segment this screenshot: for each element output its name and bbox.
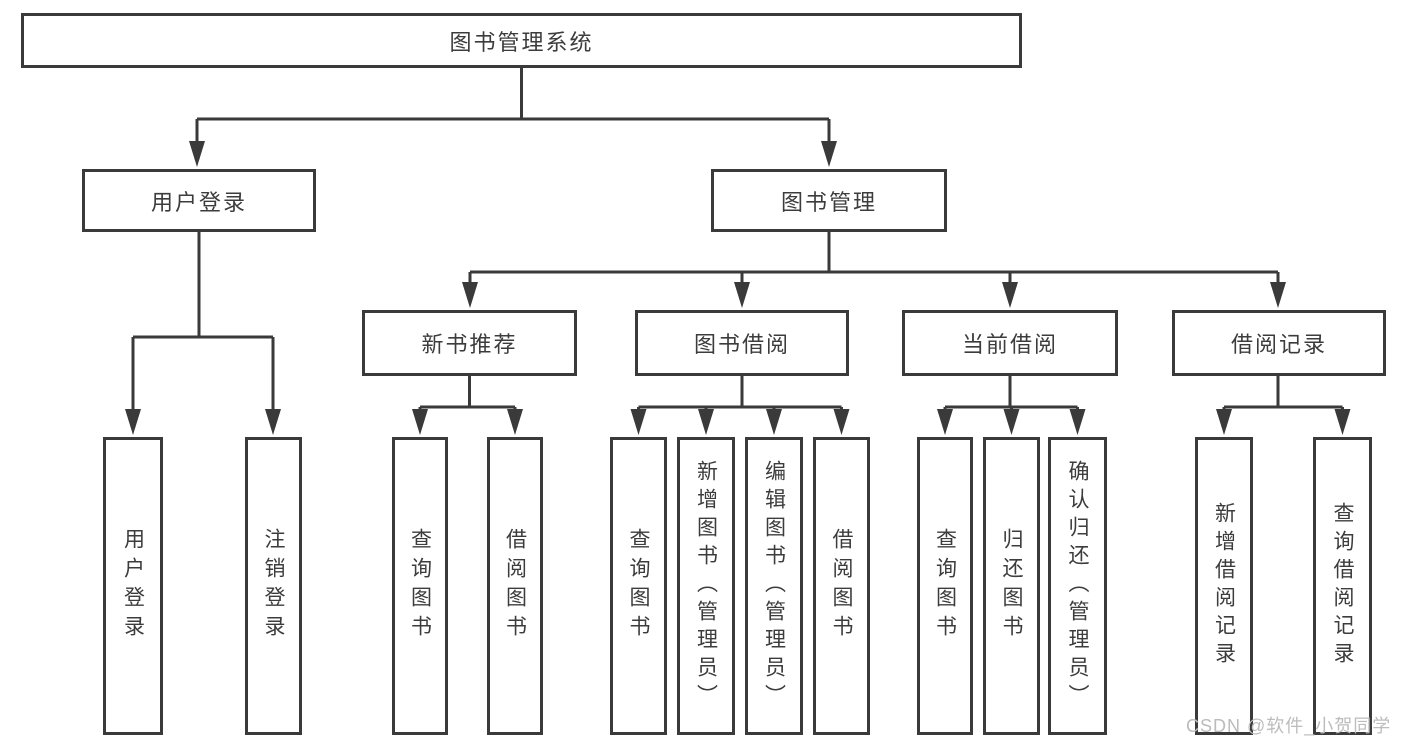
leaf-borrow-book: 借阅图书: [813, 437, 870, 735]
leaf-query-book: 查询图书: [917, 437, 973, 735]
watermark: CSDN @软件_小贺同学: [1186, 716, 1392, 736]
node-book-management: 图书管理: [711, 169, 947, 232]
leaf-label: 查询图书: [627, 528, 650, 644]
leaf-query-book: 查询图书: [610, 437, 667, 735]
node-label: 用户登录: [150, 189, 247, 215]
node-current-borrowing: 当前借阅: [902, 310, 1118, 376]
connector-stems: [131, 68, 1344, 414]
node-label: 图书管理: [780, 189, 877, 215]
leaf-query-borrow-record: 查询借阅记录: [1313, 437, 1372, 735]
leaf-user-login: 用户登录: [103, 437, 163, 735]
leaf-label: 查询图书: [408, 528, 432, 644]
node-library-management-system: 图书管理系统: [21, 13, 1022, 68]
leaf-return-book: 归还图书: [983, 437, 1040, 735]
node-book-borrowing: 图书借阅: [635, 310, 849, 376]
node-label: 借阅记录: [1230, 332, 1327, 357]
leaf-label: 新增图书（管理员）: [694, 460, 718, 712]
node-label: 图书管理系统: [449, 29, 594, 55]
leaf-label: 用户登录: [121, 528, 145, 644]
node-label: 当前借阅: [961, 332, 1058, 357]
leaf-label: 编辑图书（管理员）: [762, 460, 786, 712]
leaf-query-book: 查询图书: [392, 437, 448, 735]
leaf-add-book-admin: 新增图书（管理员）: [677, 437, 735, 735]
leaf-borrow-book: 借阅图书: [487, 437, 543, 735]
leaf-edit-book-admin: 编辑图书（管理员）: [745, 437, 803, 735]
leaf-label: 借阅图书: [503, 528, 527, 644]
leaf-label: 新增借阅记录: [1212, 502, 1236, 670]
leaf-label: 归还图书: [1000, 528, 1023, 644]
leaf-logout: 注销登录: [245, 437, 302, 735]
arrowheads: [125, 141, 1351, 435]
leaf-label: 借阅图书: [830, 528, 853, 644]
leaf-label: 确认归还（管理员）: [1066, 460, 1089, 712]
leaf-add-borrow-record: 新增借阅记录: [1195, 437, 1253, 735]
node-user-login: 用户登录: [82, 169, 316, 232]
leaf-label: 注销登录: [262, 528, 285, 644]
leaf-label: 查询借阅记录: [1331, 502, 1354, 670]
leaf-confirm-return-admin: 确认归还（管理员）: [1048, 437, 1107, 735]
node-label: 新书推荐: [421, 332, 518, 357]
leaf-label: 查询图书: [933, 528, 957, 644]
node-borrowing-records: 借阅记录: [1172, 310, 1386, 376]
node-new-book-recommendation: 新书推荐: [362, 310, 577, 376]
node-label: 图书借阅: [693, 332, 790, 357]
